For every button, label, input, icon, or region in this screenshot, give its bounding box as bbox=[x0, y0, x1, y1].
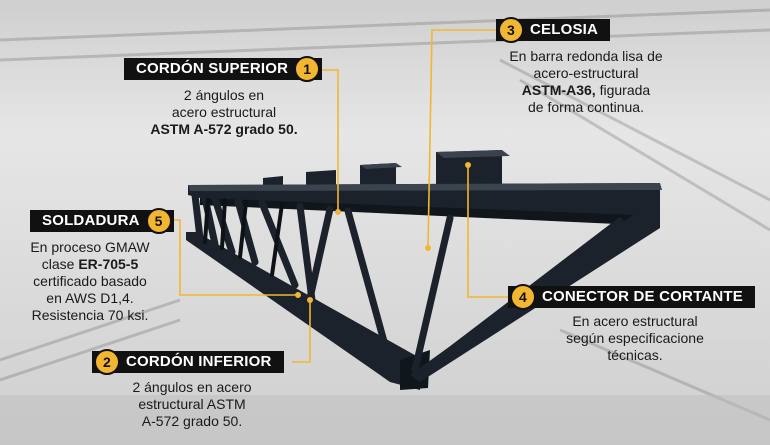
callout-3-line: figurada bbox=[595, 82, 651, 98]
callout-5-line: en AWS D1,4. bbox=[46, 290, 134, 306]
callout-2-number-badge: 2 bbox=[94, 349, 120, 375]
callout-5-title-text: SOLDADURA bbox=[42, 212, 140, 229]
callout-2-line: 2 ángulos en acero bbox=[132, 379, 252, 395]
callout-4-number-badge: 4 bbox=[510, 284, 536, 310]
marker-dot-4 bbox=[465, 162, 471, 168]
marker-dot-1 bbox=[335, 209, 341, 215]
callout-3-line: En barra redonda lisa de bbox=[509, 48, 663, 64]
callout-2-line: A-572 grado 50. bbox=[141, 413, 243, 429]
callout-4-line: según especificacione bbox=[566, 330, 704, 346]
callout-5-number-badge: 5 bbox=[145, 208, 172, 234]
marker-dot-5 bbox=[295, 292, 301, 298]
callout-5-line: Resistencia 70 ksi. bbox=[31, 307, 149, 323]
callout-1-line-bold: ASTM A-572 grado 50. bbox=[150, 121, 298, 137]
callout-1-number-badge: 1 bbox=[294, 56, 321, 82]
callout-4-title: 4 CONECTOR DE CORTANTE bbox=[508, 284, 755, 310]
callout-1-description: 2 ángulos en acero estructural ASTM A-57… bbox=[126, 87, 322, 138]
callout-3-description: En barra redonda lisa de acero-estructur… bbox=[486, 48, 686, 116]
marker-dot-3 bbox=[425, 245, 431, 251]
callout-1-title-text: CORDÓN SUPERIOR bbox=[136, 60, 289, 77]
callout-4-line: técnicas. bbox=[607, 347, 663, 363]
callout-3-line: de forma continua. bbox=[528, 99, 644, 115]
callout-5-line: En proceso GMAW bbox=[30, 239, 150, 255]
callout-2-title-text: CORDÓN INFERIOR bbox=[126, 353, 272, 370]
marker-dot-2 bbox=[307, 297, 313, 303]
callout-1-line: acero estructural bbox=[171, 104, 277, 120]
callout-3-number-badge: 3 bbox=[498, 17, 524, 43]
callout-3-title: 3 CELOSIA bbox=[496, 17, 611, 43]
callout-4-title-text: CONECTOR DE CORTANTE bbox=[542, 288, 743, 305]
callout-3-line-bold: ASTM-A36, bbox=[521, 82, 596, 98]
callout-5-line-bold: ER-705-5 bbox=[78, 256, 139, 272]
callout-3-title-text: CELOSIA bbox=[530, 21, 599, 38]
callout-2-description: 2 ángulos en acero estructural ASTM A-57… bbox=[100, 379, 284, 430]
callout-4-description: En acero estructural según especificacio… bbox=[530, 313, 740, 364]
callout-5-description: En proceso GMAW clase ER-705-5 certifica… bbox=[14, 239, 166, 324]
callout-5-title: SOLDADURA 5 bbox=[30, 208, 174, 234]
callout-5-line: clase bbox=[41, 256, 79, 272]
callout-4-line: En acero estructural bbox=[572, 313, 698, 329]
callout-2-title: 2 CORDÓN INFERIOR bbox=[92, 349, 284, 375]
callout-2-line: estructural ASTM bbox=[138, 396, 246, 412]
callout-1-line: 2 ángulos en bbox=[183, 87, 265, 103]
callout-3-line: acero-estructural bbox=[533, 65, 639, 81]
callout-1-title: CORDÓN SUPERIOR 1 bbox=[124, 56, 323, 82]
callout-5-line: certificado basado bbox=[33, 273, 147, 289]
